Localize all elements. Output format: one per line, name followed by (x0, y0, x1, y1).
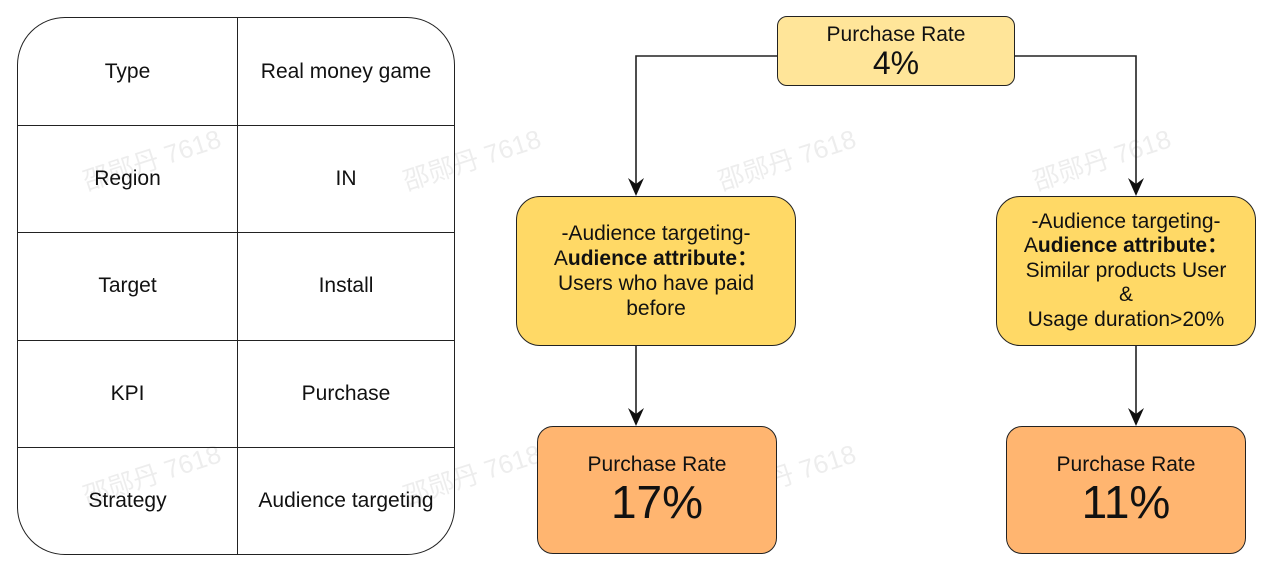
row-value: IN (335, 167, 357, 191)
table-row: KPI Purchase (18, 339, 454, 447)
row-value: Audience targeting (258, 488, 434, 512)
row-label: Strategy (18, 447, 238, 554)
row-value: Install (318, 274, 374, 298)
attr-first: A (553, 246, 568, 270)
row-label: Type (18, 18, 238, 126)
table-row: Type Real money game (18, 18, 454, 126)
row-label: KPI (18, 340, 238, 447)
result-value: 11% (1081, 476, 1171, 529)
table-row: Target Install (18, 232, 454, 340)
arrowhead (628, 408, 644, 426)
attr-rest: udience attribute： (1037, 234, 1229, 258)
attr-first: A (1023, 234, 1038, 258)
attribute-line: & (1118, 283, 1133, 307)
table-row: Region IN (18, 125, 454, 233)
arrowhead (628, 178, 644, 196)
arrowhead (1128, 408, 1144, 426)
row-value: Purchase (301, 381, 391, 405)
campaign-info-table: Type Real money game Region IN Target Insta… (17, 17, 455, 555)
result-box-left: Purchase Rate 17% (537, 426, 777, 554)
strategy-heading: -Audience targeting- (1031, 209, 1221, 233)
arrowhead (1128, 178, 1144, 196)
attribute-line: Users who have paid (557, 272, 755, 295)
result-value: 17% (610, 476, 704, 529)
attribute-line: Usage duration>20% (1027, 307, 1225, 331)
strategy-box-left: -Audience targeting- Audience attribute：… (516, 196, 796, 346)
row-value: Real money game (260, 59, 432, 83)
root-title: Purchase Rate (826, 22, 966, 46)
table-row: Strategy Audience targeting (18, 446, 454, 554)
attribute-label: Audience attribute： (554, 246, 758, 271)
attribute-label: Audience attribute： (1024, 234, 1228, 259)
row-label: Region (18, 126, 238, 233)
row-label: Target (18, 233, 238, 340)
attribute-line: Similar products User (1025, 258, 1227, 282)
arrow-root-to-right (1015, 55, 1137, 194)
attr-rest: udience attribute： (567, 246, 759, 270)
result-title: Purchase Rate (1056, 453, 1196, 477)
arrow-root-to-left (635, 55, 777, 194)
strategy-heading: -Audience targeting- (561, 221, 751, 245)
root-value: 4% (872, 44, 920, 81)
result-box-right: Purchase Rate 11% (1006, 426, 1246, 554)
attribute-line: before (626, 297, 686, 321)
root-purchase-rate-box: Purchase Rate 4% (777, 16, 1015, 86)
strategy-box-right: -Audience targeting- Audience attribute：… (996, 196, 1256, 346)
result-title: Purchase Rate (587, 453, 727, 477)
